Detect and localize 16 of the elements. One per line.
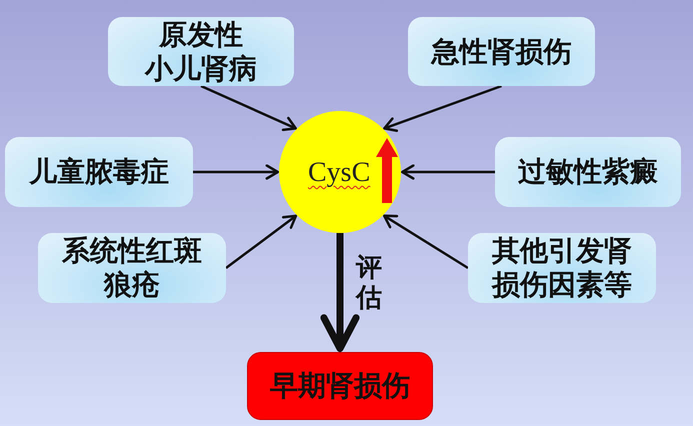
arrow xyxy=(382,214,469,270)
arrow xyxy=(200,84,297,132)
cause-box: 其他引发肾损伤因素等 xyxy=(468,233,656,303)
result-box: 早期肾损伤 xyxy=(247,352,433,420)
cause-box: 系统性红斑狼疮 xyxy=(38,233,226,303)
arrow xyxy=(193,164,280,180)
arrow xyxy=(320,233,360,352)
arrow xyxy=(401,164,495,180)
cause-box: 急性肾损伤 xyxy=(408,17,595,86)
marker-label: CysC xyxy=(308,157,370,189)
cause-box: 儿童脓毒症 xyxy=(5,137,193,207)
arrow xyxy=(383,84,502,132)
arrow xyxy=(225,214,298,269)
cause-box: 过敏性紫癜 xyxy=(495,137,681,207)
edge-label: 评估 xyxy=(355,252,383,312)
cause-box: 原发性小儿肾病 xyxy=(108,17,294,86)
